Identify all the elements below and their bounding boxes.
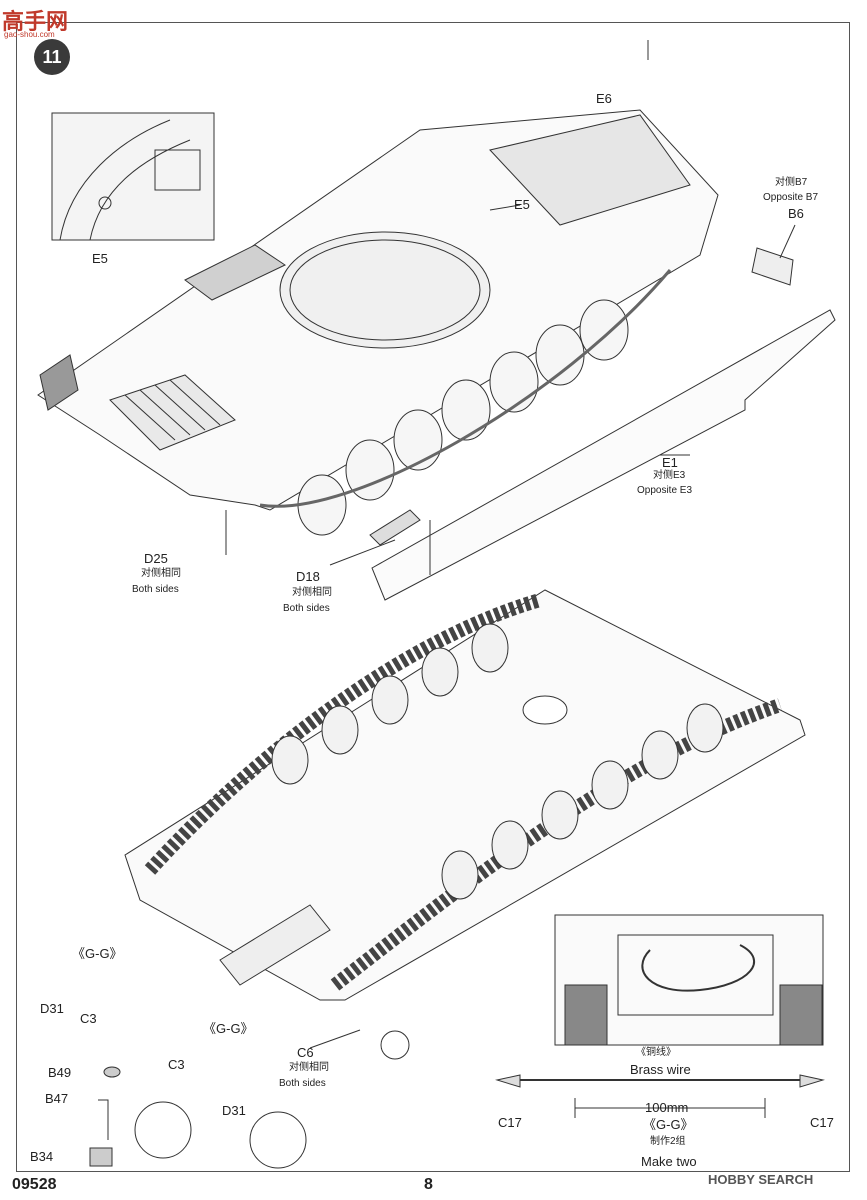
- label-c6: C6: [297, 1045, 314, 1060]
- label-gg-3: 《G-G》: [643, 1117, 694, 1132]
- label-c6-cn: 对侧相同: [289, 1062, 329, 1073]
- label-b47: B47: [45, 1091, 69, 1106]
- label-gg-2: 《G-G》: [203, 1021, 254, 1036]
- site-logo-sub: gao-shou.com: [4, 30, 55, 39]
- label-b49: B49: [48, 1065, 72, 1080]
- label-d18-en: Both sides: [283, 603, 330, 614]
- label-opposite-e3-en: Opposite E3: [637, 485, 693, 496]
- label-opposite-b7-cn: 对侧B7: [775, 177, 808, 188]
- magnifier-c6: [380, 1030, 410, 1060]
- track-left: [144, 593, 542, 875]
- magnifier-c3: [134, 1101, 192, 1159]
- label-d25-en: Both sides: [132, 584, 179, 595]
- label-c6-en: Both sides: [279, 1078, 326, 1089]
- label-c17-left: C17: [498, 1115, 522, 1130]
- c17-right-part: [799, 1074, 825, 1088]
- label-b34: B34: [30, 1149, 54, 1164]
- inset-detail-box: [51, 112, 215, 241]
- page-border: [16, 22, 850, 1172]
- label-d25: D25: [144, 551, 168, 566]
- label-d18: D18: [296, 569, 320, 584]
- magnifier-d31: [249, 1111, 307, 1169]
- page-number: 8: [424, 1176, 433, 1193]
- part-b47: [98, 1099, 109, 1140]
- label-d25-cn: 对侧相同: [141, 568, 181, 579]
- label-e5-top: E5: [514, 197, 530, 212]
- label-gg-1: 《G-G》: [72, 946, 123, 961]
- road-wheels-lower: [271, 623, 724, 900]
- label-opposite-e3-cn: 对侧E3: [653, 470, 686, 481]
- label-e6: E6: [596, 91, 612, 106]
- label-brass-en: Brass wire: [630, 1062, 691, 1077]
- label-d31-a: D31: [40, 1001, 64, 1016]
- label-e1: E1: [662, 455, 678, 470]
- label-c3-b: C3: [168, 1057, 185, 1072]
- step-number: 11: [34, 39, 70, 75]
- label-c17-right: C17: [810, 1115, 834, 1130]
- part-d18: [369, 509, 421, 546]
- lower-hull: [124, 589, 806, 1001]
- label-e5-inset: E5: [92, 251, 108, 266]
- side-skirt: [371, 309, 836, 601]
- part-b49: [103, 1066, 121, 1078]
- engine-grille: [489, 114, 691, 226]
- driver-grille: [184, 244, 287, 301]
- c17-left-part: [495, 1074, 521, 1088]
- label-b6: B6: [788, 206, 804, 221]
- label-brass-cn: 《铜线》: [636, 1047, 676, 1058]
- label-c3-a: C3: [80, 1011, 97, 1026]
- label-length: 100mm: [645, 1100, 689, 1115]
- product-code: 09528: [12, 1176, 57, 1193]
- label-make-two-cn: 制作2组: [650, 1136, 686, 1147]
- watermark: HOBBY SEARCH: [708, 1172, 814, 1187]
- turret-ring: [279, 231, 491, 349]
- part-b6: [751, 247, 794, 286]
- part-b34: [89, 1147, 113, 1167]
- label-make-two-en: Make two: [641, 1154, 697, 1169]
- label-opposite-b7-en: Opposite B7: [763, 192, 819, 203]
- road-wheels-upper: [297, 299, 629, 536]
- label-d31-b: D31: [222, 1103, 246, 1118]
- site-logo: 高手网: [2, 9, 69, 34]
- label-d18-cn: 对侧相同: [292, 587, 332, 598]
